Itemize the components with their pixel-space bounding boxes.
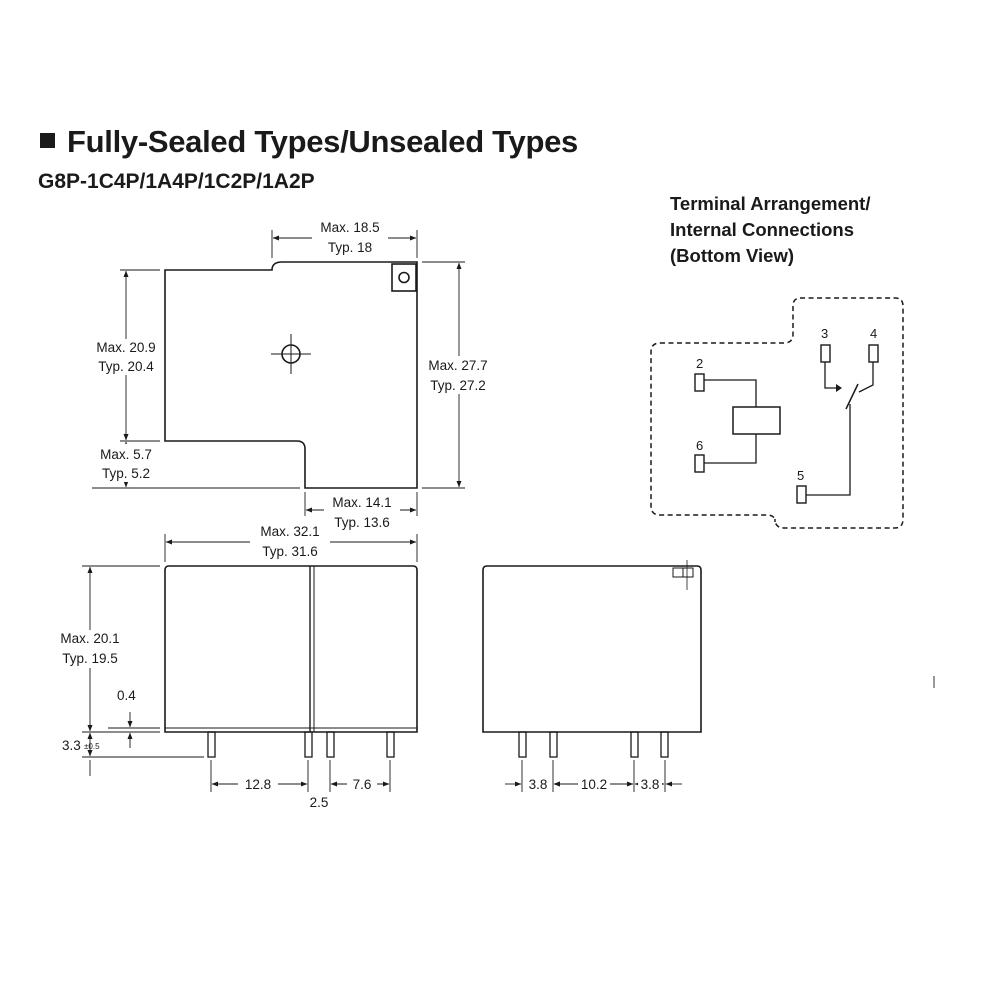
end-view-outline: [482, 565, 702, 733]
pin-label-2: 2: [696, 356, 703, 371]
end-pitch-3-8-left-label: 3.8: [529, 777, 548, 792]
top-width-typ-label: Typ. 18: [328, 240, 372, 255]
pin-label-4: 4: [870, 326, 877, 341]
pin-3-icon: [820, 344, 831, 363]
height-typ-label: Typ. 19.5: [62, 651, 118, 666]
pitch-12-8-label: 12.8: [245, 777, 271, 792]
side-pin-3: [326, 731, 335, 758]
length-typ-label: Typ. 31.6: [262, 544, 318, 559]
left-height-typ-label: Typ. 20.4: [98, 359, 154, 374]
end-pin-3: [630, 731, 639, 758]
mounting-hole-icon: [398, 271, 410, 284]
side-pin-1: [207, 731, 216, 758]
top-view: [164, 261, 418, 489]
pitch-7-6-label: 7.6: [353, 777, 372, 792]
pin-label-6: 6: [696, 438, 703, 453]
top-view-outline: [164, 261, 418, 489]
left-height-max-label: Max. 20.9: [96, 340, 155, 355]
terminal-diagram: [650, 297, 904, 529]
tab-width-max-label: Max. 14.1: [332, 495, 391, 510]
square-bullet-icon: [40, 133, 55, 148]
relay-bottom-outline: [650, 297, 904, 529]
terminal-diagram-title: Terminal Arrangement/ Internal Connectio…: [670, 191, 870, 269]
top-width-max-label: Max. 18.5: [320, 220, 379, 235]
side-pin-2: [304, 731, 313, 758]
armature-switch-icon: [845, 383, 859, 410]
right-height-typ-label: Typ. 27.2: [430, 378, 486, 393]
pin-length-label: 3.3: [62, 738, 81, 753]
standoff-label: 0.4: [117, 688, 136, 703]
terminal-title-line-3: (Bottom View): [670, 245, 795, 266]
coil-icon: [732, 406, 781, 435]
step-typ-label: Typ. 5.2: [102, 466, 150, 481]
end-pitch-10-2-label: 10.2: [581, 777, 607, 792]
model-numbers: G8P-1C4P/1A4P/1C2P/1A2P: [38, 170, 315, 193]
side-view-outline: [164, 565, 418, 733]
side-pin-4: [386, 731, 395, 758]
side-view-labels: Max. 32.1 Typ. 31.6 Max. 20.1 Typ. 19.5 …: [50, 523, 377, 810]
side-view-dimensions: [82, 534, 418, 792]
no-contact-line: [858, 362, 874, 393]
end-view-labels: 3.8 10.2 3.8: [526, 775, 662, 792]
end-pin-1: [518, 731, 527, 758]
end-pin-4: [660, 731, 669, 758]
mounting-hole-square: [391, 263, 417, 292]
tab-width-typ-label: Typ. 13.6: [334, 515, 390, 530]
common-contact-line: [806, 404, 851, 496]
pin-6-icon: [694, 454, 705, 473]
height-max-label: Max. 20.1: [60, 631, 119, 646]
section-heading: Fully-Sealed Types/Unsealed Types: [40, 124, 578, 160]
section-title: Fully-Sealed Types/Unsealed Types: [67, 124, 578, 159]
end-pitch-3-8-right-label: 3.8: [641, 777, 660, 792]
terminal-title-line-2: Internal Connections: [670, 219, 854, 240]
end-view: [482, 560, 702, 758]
pin-label-5: 5: [797, 468, 804, 483]
side-view: [164, 565, 418, 758]
terminal-pin-labels: 2 6 3 4 5: [696, 326, 877, 483]
length-max-label: Max. 32.1: [260, 524, 319, 539]
end-view-dimensions: [505, 760, 682, 792]
pin-4-icon: [868, 344, 879, 363]
pin-label-3: 3: [821, 326, 828, 341]
nc-contact-line: [824, 362, 839, 389]
terminal-title-line-1: Terminal Arrangement/: [670, 193, 871, 214]
end-pin-2: [549, 731, 558, 758]
pin-tolerance-label: ±0.5: [84, 742, 100, 751]
top-view-labels: Max. 18.5 Typ. 18 Max. 20.9 Typ. 20.4 Ma…: [88, 213, 498, 532]
pin-5-icon: [796, 485, 807, 504]
right-height-max-label: Max. 27.7: [428, 358, 487, 373]
step-max-label: Max. 5.7: [100, 447, 152, 462]
pitch-2-5-label: 2.5: [310, 795, 329, 810]
pin-2-icon: [694, 373, 705, 392]
